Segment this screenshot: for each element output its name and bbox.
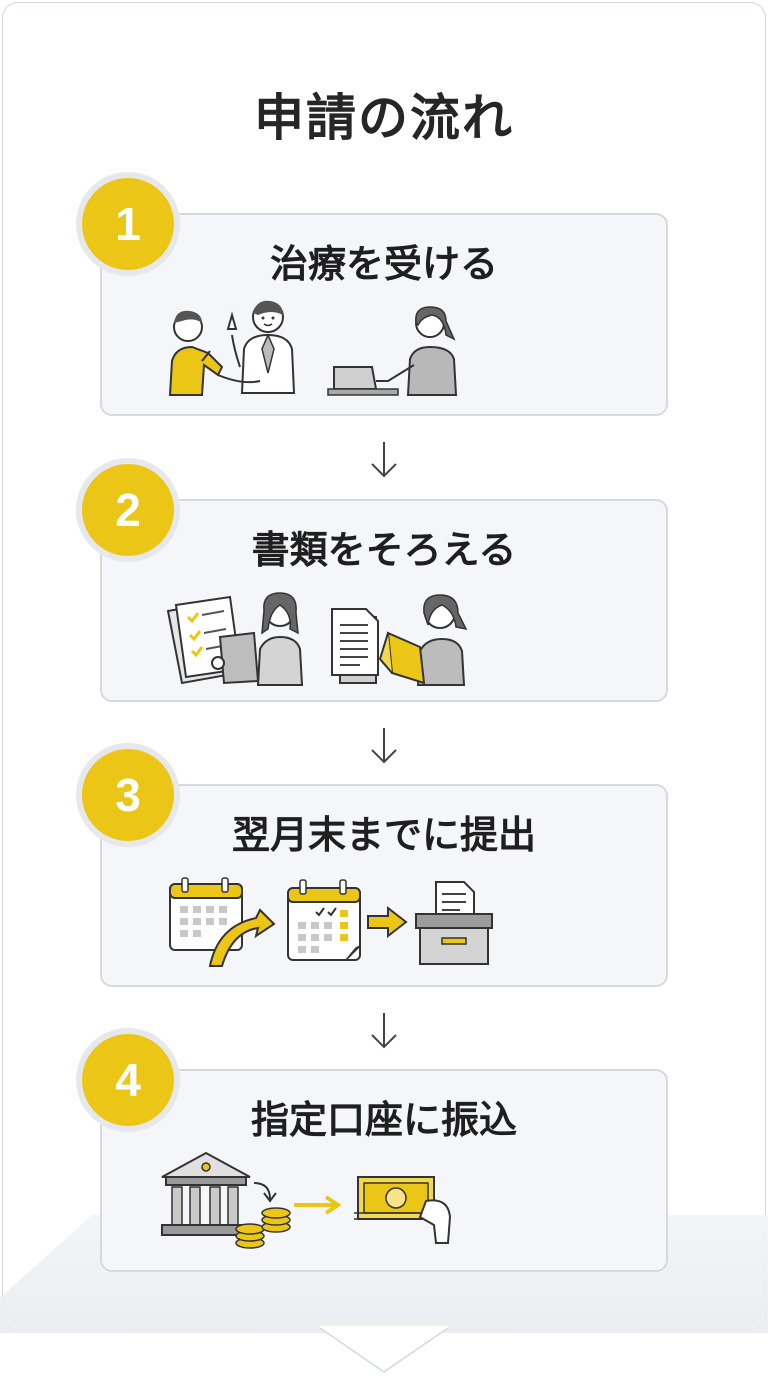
step-3-illustration xyxy=(169,877,493,967)
step-badge-1: 1 xyxy=(76,172,180,276)
down-arrow-icon xyxy=(371,1013,397,1049)
step-2-illustration xyxy=(166,592,468,686)
step-title-2: 書類をそろえる xyxy=(251,528,517,572)
step-1-illustration xyxy=(168,300,458,396)
transfer-arrow-icon xyxy=(294,1195,342,1215)
down-arrow-icon xyxy=(371,728,397,764)
step-4-illustration xyxy=(161,1151,452,1249)
calendar-icon xyxy=(169,877,243,951)
right-arrow-icon xyxy=(367,905,408,939)
step-badge-3: 3 xyxy=(76,743,180,847)
step-card-2: 書類をそろえる xyxy=(100,499,668,702)
step-badge-2: 2 xyxy=(76,458,180,562)
person-with-folder-icon xyxy=(378,594,468,686)
step-card-1: 治療を受ける xyxy=(100,213,668,416)
curved-arrow-icon xyxy=(208,908,276,967)
submission-box-icon xyxy=(415,881,493,965)
step-title-3: 翌月末までに提出 xyxy=(231,813,536,857)
text-document-icon xyxy=(331,608,379,684)
page-title: 申請の流れ xyxy=(254,89,514,147)
step-title-4: 指定口座に振込 xyxy=(250,1098,517,1142)
down-arrow-icon xyxy=(371,442,397,478)
step-card-3: 翌月末までに提出 xyxy=(100,784,668,987)
speech-pointer xyxy=(320,1326,448,1373)
bank-icon xyxy=(161,1151,277,1236)
coins-icon xyxy=(235,1207,291,1249)
banknote-in-hand-icon xyxy=(354,1176,452,1244)
step-title-1: 治療を受ける xyxy=(269,242,498,286)
person-with-tablet-icon xyxy=(211,592,304,686)
calendar-checked-icon xyxy=(287,879,361,961)
doctor-icon xyxy=(217,300,296,394)
clerk-at-laptop-icon xyxy=(327,306,458,396)
step-badge-4: 4 xyxy=(76,1028,180,1132)
patient-icon xyxy=(168,310,224,396)
step-card-4: 指定口座に振込 xyxy=(100,1069,668,1272)
